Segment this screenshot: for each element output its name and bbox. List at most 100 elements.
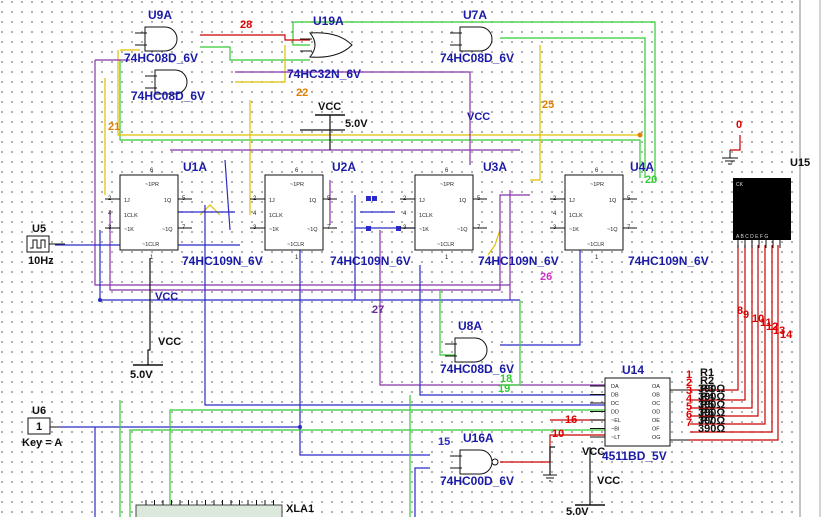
pin-q: 1Q	[309, 198, 317, 204]
gate-and-2[interactable]: 74HC08D_6V	[131, 69, 205, 103]
net-label: 11	[760, 317, 772, 329]
resistor-value: 390Ω	[698, 391, 725, 403]
ff-ref: U4A	[630, 160, 654, 174]
clock-source[interactable]: U5 10Hz	[26, 223, 65, 267]
decoder-pin-left: ~LT	[611, 435, 621, 441]
pin-clk: 1CLK	[569, 213, 583, 219]
net-label: 28	[240, 19, 252, 31]
wires	[55, 21, 779, 517]
pin-k: ~1K	[569, 227, 579, 233]
net-label: 15	[438, 436, 450, 448]
ground-icon	[722, 150, 738, 165]
display-ref: U15	[790, 157, 810, 169]
pin-number: 1	[445, 255, 449, 261]
gate-part: 74HC00D_6V	[440, 474, 514, 488]
pin-number: 4	[108, 211, 112, 217]
ff-body	[264, 174, 324, 251]
vcc-label-ff: VCC	[155, 291, 178, 303]
net-label: 7	[686, 417, 692, 429]
net-label: 12	[766, 321, 778, 333]
decoder-pin-left: ~EL	[611, 418, 621, 424]
pin-j: 1J	[419, 198, 425, 204]
key-ref: U6	[32, 405, 46, 417]
resistor-value: 390Ω	[698, 415, 725, 427]
net-label: 9	[743, 309, 749, 321]
xla-ref: XLA1	[286, 503, 314, 515]
flipflop-u3a[interactable]: ~1PR1J1Q1CLK~1K~1Q~1CLR6254371U3A74HC109…	[400, 160, 559, 268]
ground-icon	[543, 474, 557, 482]
decoder-pin-left: DB	[611, 393, 619, 399]
gate-body	[144, 26, 178, 52]
decoder-pin-right: OA	[652, 384, 660, 390]
display-ck-label: CK	[736, 182, 744, 188]
pin-clr: ~1CLR	[142, 242, 159, 248]
pin-number: 6	[295, 168, 299, 174]
flip-flops: ~1PR1J1Q1CLK~1K~1Q~1CLR6254371U1A74HC109…	[105, 160, 709, 268]
net-label: 8	[737, 305, 743, 317]
logic-analyzer[interactable]: XLA1	[135, 500, 314, 517]
gate-body	[459, 26, 493, 52]
resistor-value: 390Ω	[698, 423, 725, 435]
key-symbol: 1	[36, 421, 42, 433]
junctions	[98, 132, 643, 429]
flipflop-u4a[interactable]: ~1PR1J1Q1CLK~1K~1Q~1CLR6254371U4A74HC109…	[550, 160, 709, 268]
decoder-pin-right: OE	[652, 418, 660, 424]
net-label: 26	[540, 271, 552, 283]
decoder-pin-right: OG	[652, 435, 661, 441]
seven-seg-display[interactable]: CK A B C D E F G U15	[733, 157, 810, 248]
ff-part: 74HC109N_6V	[478, 254, 559, 268]
pin-j: 1J	[124, 198, 130, 204]
ff-body	[119, 174, 179, 251]
pin-k: ~1K	[124, 227, 134, 233]
resistor-value: 390Ω	[698, 407, 725, 419]
pin-pr: ~1PR	[590, 182, 604, 188]
decoder-pin-left: DD	[611, 410, 619, 416]
decoder-4511[interactable]: U14 4511BD_5V DADBDCDD~EL~BI~LTOAOBOCODO…	[590, 363, 690, 463]
decoder-ref: U14	[622, 363, 644, 377]
gate-body	[454, 337, 488, 363]
pin-pr: ~1PR	[440, 182, 454, 188]
gate-ref: U19A	[313, 14, 344, 28]
pin-pr: ~1PR	[290, 182, 304, 188]
ff-ref: U3A	[483, 160, 507, 174]
pin-qn: ~1Q	[457, 227, 468, 233]
power-symbols: VCC 5.0V VCC VCC VCC VCC 5.0V VCC 5.0V V…	[130, 101, 738, 517]
pin-clr: ~1CLR	[287, 242, 304, 248]
net-label: 2	[686, 377, 692, 389]
gate-part: 74HC08D_6V	[440, 362, 514, 376]
gate-body	[308, 32, 353, 58]
flipflop-u1a[interactable]: ~1PR1J1Q1CLK~1K~1Q~1CLR6254371U1A74HC109…	[105, 160, 263, 268]
pin-j: 1J	[269, 198, 275, 204]
pin-number: 1	[295, 255, 299, 261]
net-label: 25	[542, 99, 554, 111]
resistor-value: 390Ω	[698, 399, 725, 411]
pin-number: 1	[150, 255, 154, 261]
resistor-r1: R1	[700, 367, 714, 379]
key-switch[interactable]: 1 U6 Key = A	[22, 405, 62, 449]
gate-ref: U9A	[148, 8, 172, 22]
ff-ref: U2A	[332, 160, 356, 174]
resistor-ref: R3	[700, 383, 714, 395]
net-label: 27	[372, 304, 384, 316]
ff-part: 74HC109N_6V	[628, 254, 709, 268]
net-label: 0	[736, 119, 742, 131]
net-label: 10	[552, 428, 564, 440]
flipflop-u2a[interactable]: ~1PR1J1Q1CLK~1K~1Q~1CLR6254371U2A74HC109…	[250, 160, 411, 268]
vcc-label-decoder: VCC	[582, 446, 605, 458]
invert-bubble	[491, 458, 499, 466]
ff-part: 74HC109N_6V	[182, 254, 263, 268]
key-binding: Key = A	[22, 437, 62, 449]
pin-clk: 1CLK	[124, 213, 138, 219]
decoder-pin-left: DA	[611, 384, 619, 390]
resistor-ref: R2	[700, 375, 714, 387]
net-label: 19	[498, 383, 510, 395]
pin-number: 4	[403, 211, 407, 217]
